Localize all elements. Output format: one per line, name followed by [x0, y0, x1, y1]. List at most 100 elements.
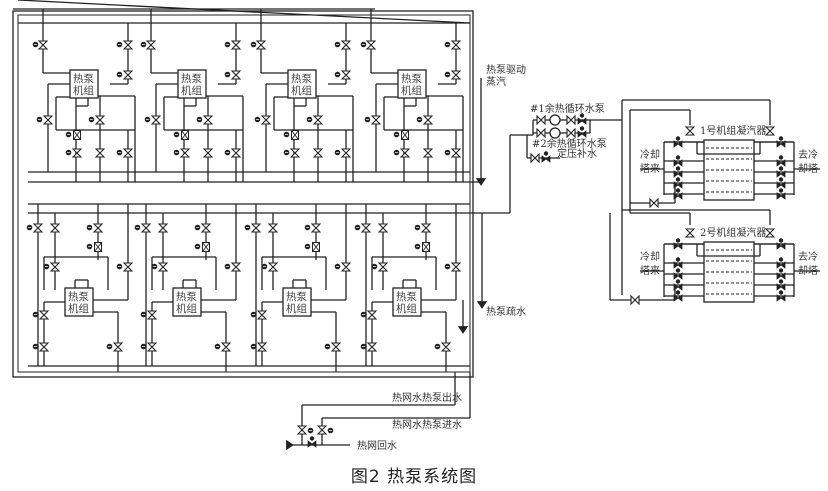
valve[interactable] — [33, 223, 43, 233]
valve[interactable] — [113, 342, 123, 352]
control-valve[interactable] — [312, 242, 320, 252]
valve[interactable] — [180, 148, 190, 158]
valve[interactable] — [367, 310, 377, 320]
valve[interactable] — [451, 262, 461, 272]
valve[interactable] — [231, 148, 241, 158]
gauge-icon — [86, 224, 93, 231]
valve[interactable] — [341, 40, 351, 50]
valve[interactable] — [38, 40, 48, 50]
valve[interactable] — [313, 115, 323, 125]
valve[interactable] — [123, 262, 133, 272]
valve[interactable] — [311, 223, 321, 233]
valve[interactable] — [261, 115, 271, 125]
valve[interactable] — [203, 115, 213, 125]
valve[interactable] — [93, 223, 103, 233]
valve[interactable] — [221, 342, 231, 352]
gauge-icon — [371, 263, 378, 270]
pump2-inlet-valve[interactable] — [536, 128, 546, 138]
valve[interactable] — [441, 342, 451, 352]
heat-pump-box[interactable] — [287, 69, 317, 99]
valve[interactable] — [146, 40, 156, 50]
valve[interactable] — [231, 40, 241, 50]
pump2-outlet-valve[interactable] — [566, 128, 576, 138]
valve[interactable] — [257, 310, 267, 320]
valve[interactable] — [141, 223, 151, 233]
valve[interactable] — [231, 70, 241, 80]
gauge-icon — [444, 263, 451, 270]
heat-pump-box[interactable] — [69, 69, 99, 99]
makeup-valve[interactable] — [530, 153, 540, 163]
valve[interactable] — [256, 40, 266, 50]
pump1-inlet-valve[interactable] — [536, 115, 546, 125]
valve[interactable] — [341, 148, 351, 158]
valve[interactable] — [39, 342, 49, 352]
gauge-icon — [32, 311, 39, 318]
makeup-motor-valve[interactable] — [541, 151, 551, 163]
valve[interactable] — [268, 262, 278, 272]
valve[interactable] — [765, 126, 775, 136]
control-valve[interactable] — [422, 242, 430, 252]
valve[interactable] — [147, 310, 157, 320]
valve[interactable] — [50, 262, 60, 272]
control-valve[interactable] — [181, 130, 189, 140]
cooling-tower-outlet-label: 却塔 — [798, 162, 818, 175]
control-valve[interactable] — [73, 130, 81, 140]
valve[interactable] — [39, 310, 49, 320]
valve[interactable] — [268, 223, 278, 233]
valve[interactable] — [400, 148, 410, 158]
valve[interactable] — [257, 342, 267, 352]
valve[interactable] — [378, 262, 388, 272]
pump1-outlet-valve[interactable] — [566, 115, 576, 125]
valve[interactable] — [331, 342, 341, 352]
valve[interactable] — [151, 115, 161, 125]
valve[interactable] — [123, 148, 133, 158]
valve[interactable] — [50, 223, 60, 233]
valve[interactable] — [451, 70, 461, 80]
valve[interactable] — [203, 148, 213, 158]
valve[interactable] — [290, 148, 300, 158]
valve[interactable] — [123, 70, 133, 80]
valve[interactable] — [451, 148, 461, 158]
valve[interactable] — [147, 342, 157, 352]
valve[interactable] — [251, 223, 261, 233]
pump-1[interactable] — [549, 114, 561, 126]
valve[interactable] — [451, 40, 461, 50]
valve[interactable] — [95, 115, 105, 125]
valve[interactable] — [361, 223, 371, 233]
control-valve[interactable] — [401, 130, 409, 140]
valve[interactable] — [201, 223, 211, 233]
valve[interactable] — [158, 223, 168, 233]
unit-label: 热泵 — [286, 290, 307, 303]
heat-pump-box[interactable] — [172, 287, 202, 317]
valve[interactable] — [313, 148, 323, 158]
valve[interactable] — [231, 262, 241, 272]
gauge-icon — [283, 131, 290, 138]
valve[interactable] — [378, 223, 388, 233]
valve[interactable] — [158, 262, 168, 272]
valve[interactable] — [423, 115, 433, 125]
valve[interactable] — [72, 148, 82, 158]
gauge-icon — [173, 131, 180, 138]
pump-2[interactable] — [549, 127, 561, 139]
valve[interactable] — [367, 342, 377, 352]
valve[interactable] — [95, 148, 105, 158]
heat-pump-box[interactable] — [64, 287, 94, 317]
valve[interactable] — [421, 223, 431, 233]
valve[interactable] — [366, 40, 376, 50]
control-valve[interactable] — [94, 242, 102, 252]
valve[interactable] — [43, 115, 53, 125]
valve[interactable] — [685, 126, 695, 136]
valve[interactable] — [341, 262, 351, 272]
control-valve[interactable] — [291, 130, 299, 140]
control-valve[interactable] — [202, 242, 210, 252]
valve[interactable] — [423, 148, 433, 158]
valve[interactable] — [765, 228, 775, 238]
valve[interactable] — [341, 70, 351, 80]
valve[interactable] — [685, 228, 695, 238]
pump2-check-valve[interactable] — [577, 126, 587, 138]
valve[interactable] — [123, 40, 133, 50]
valve[interactable] — [371, 115, 381, 125]
unit-label: 热泵 — [176, 290, 197, 303]
